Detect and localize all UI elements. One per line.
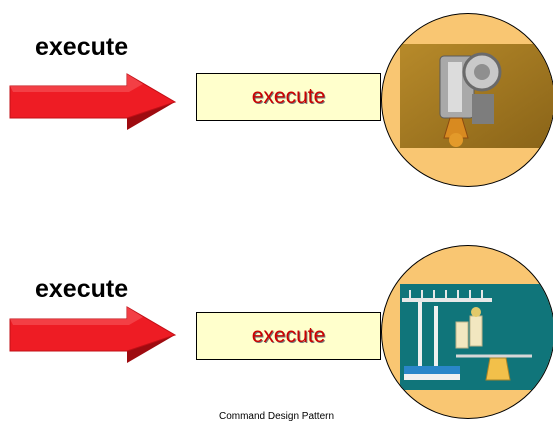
message-label-2: execute (35, 275, 129, 303)
lab-apparatus-icon (400, 284, 553, 390)
right-arrow-icon (9, 73, 177, 130)
box-label-1: execute (251, 85, 326, 108)
receiver-circle-1 (381, 13, 553, 187)
mechanical-device-icon (400, 44, 553, 148)
message-label-1: execute (35, 33, 129, 61)
receiver-circle-2 (381, 245, 553, 419)
invoker-box-1: execute (196, 73, 381, 121)
box-label-2: execute (251, 324, 326, 347)
right-arrow-icon (9, 306, 177, 363)
footer-caption: Command Design Pattern (218, 411, 335, 422)
invoker-box-2: execute (196, 312, 381, 360)
